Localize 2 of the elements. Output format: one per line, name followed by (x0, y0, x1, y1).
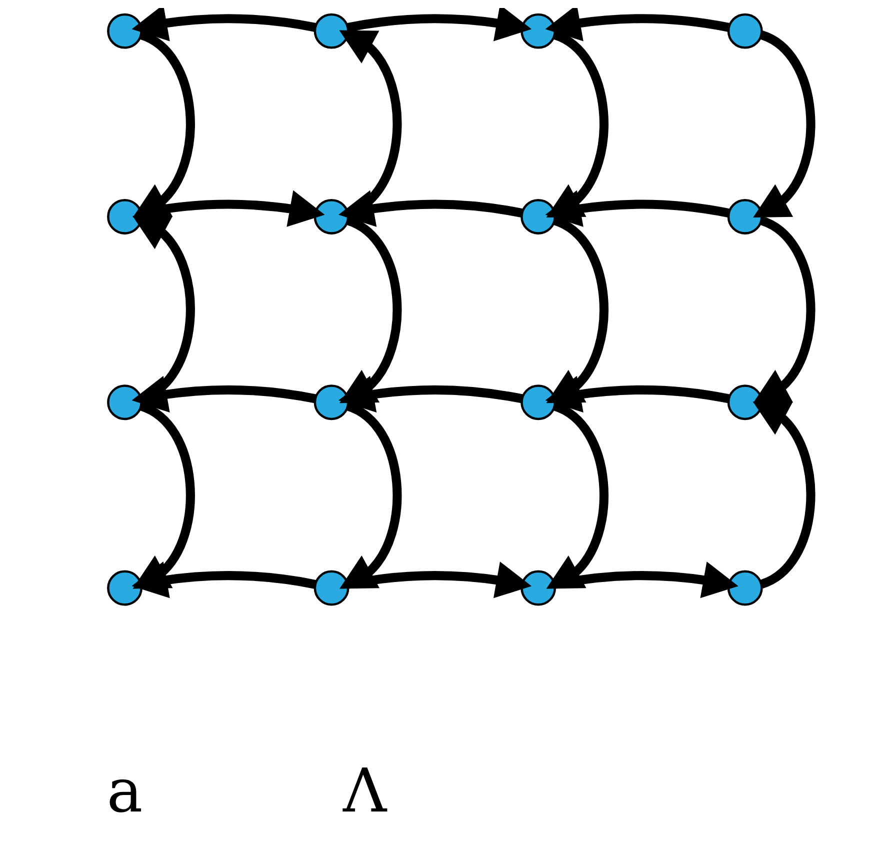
label: Λ (342, 756, 387, 826)
label: a (106, 756, 143, 826)
